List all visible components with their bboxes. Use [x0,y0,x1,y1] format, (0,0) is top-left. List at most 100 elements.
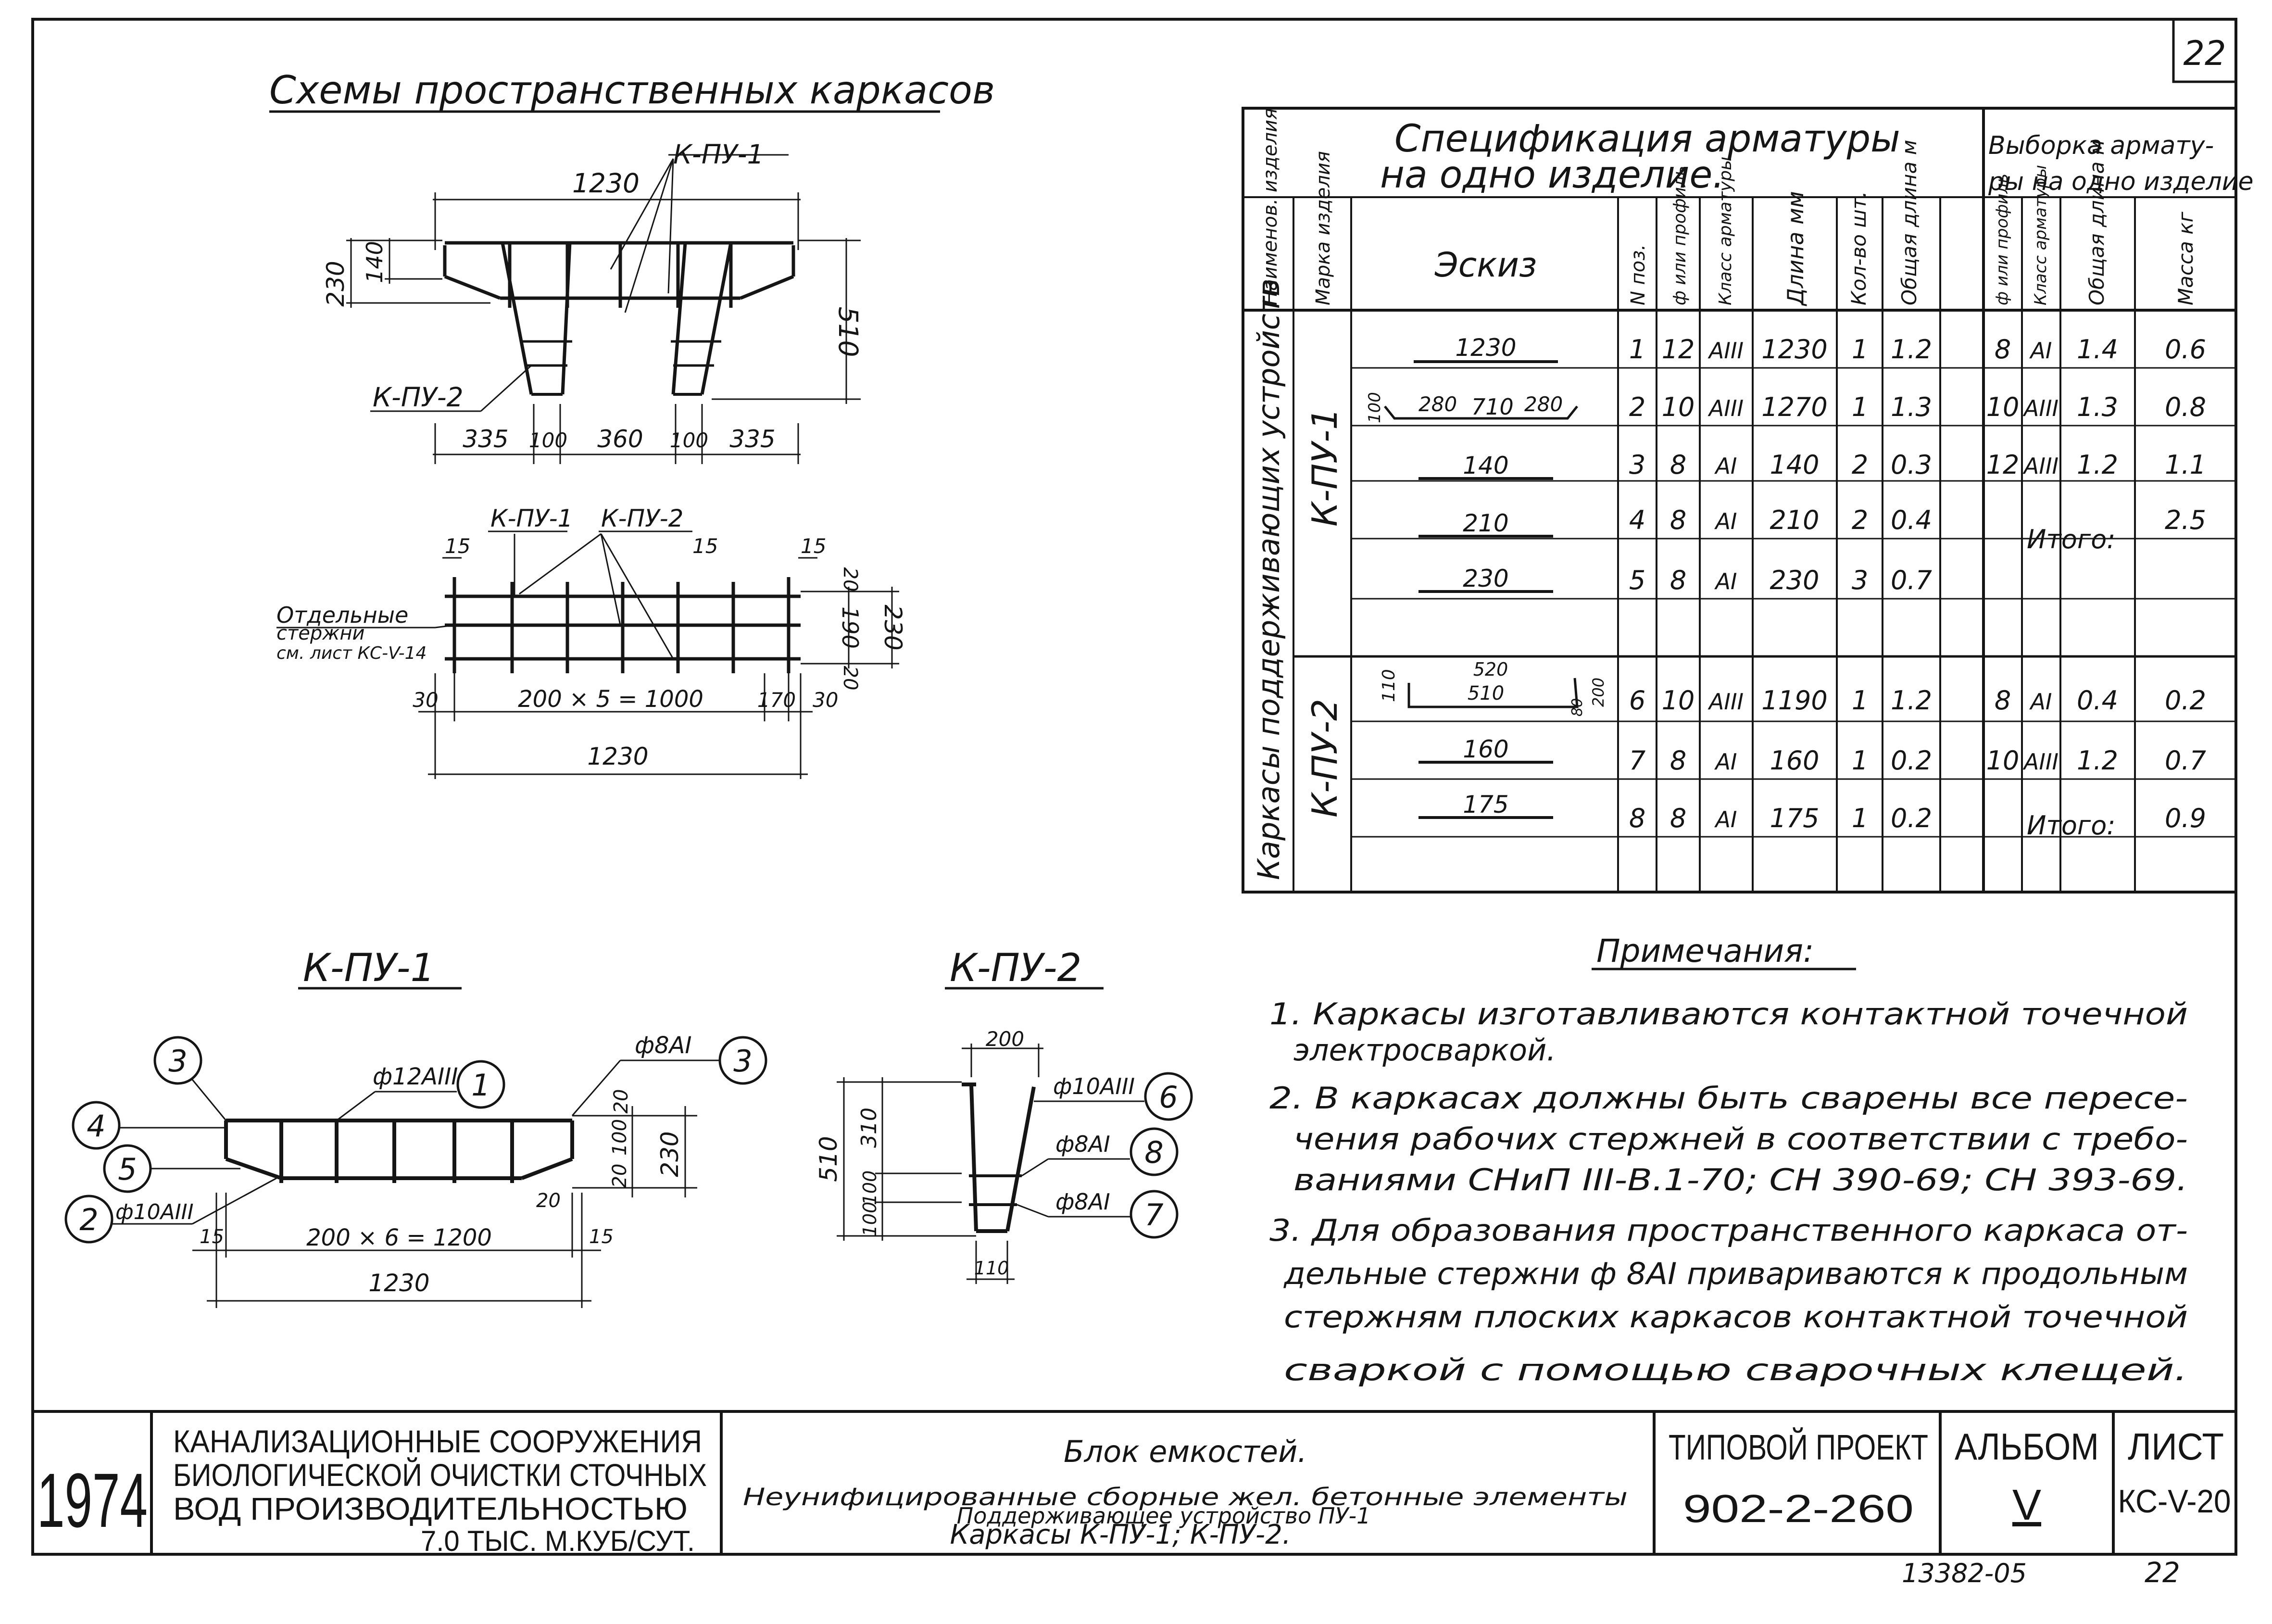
plan-note-line1: Отдельные [276,602,408,628]
elev-dim-100a: 100 [529,428,567,452]
spec-header-mark: Марка изделия [1312,151,1334,305]
plan-scheme: К-ПУ-1 К-ПУ-2 15 15 15 20 190 20 230 [276,504,907,779]
title-project-no: 902-2-260 [1683,1487,1914,1531]
kpu1-dim-20b: 20 [609,1164,631,1188]
sketch-r1: 1230 [1455,334,1516,362]
spec-cell-cls-row7: АI [1714,749,1737,775]
kpu2-balloon-6: 6 [1159,1080,1178,1115]
plan-dim-20b: 20 [839,666,861,691]
spec-cell-s-cls-row2: АIII [2022,395,2059,421]
plan-dim-spacing: 200 × 5 = 1000 [518,686,703,713]
spec-cell-s-diam-row3: 12 [1986,450,2020,480]
spec-cell-s-diam-row1: 8 [1995,334,2011,365]
spec-cell-s-cls-row1: АI [2029,338,2052,364]
kpu2-dim-100b: 100 [859,1202,880,1237]
spec-cell-qty-row3: 2 [1852,450,1868,480]
spec-cell-pos-row5: 5 [1629,565,1645,595]
plan-label-kpu1: К-ПУ-1 [490,504,573,532]
spec-cell-total-row4: 0.4 [1891,505,1932,535]
spec-header-pos: N поз. [1627,244,1649,305]
spec-mark-2: К-ПУ-2 [1305,699,1345,818]
top-sheet-number: 22 [2183,34,2226,73]
note-line-5: ваниями СНиП III-В.1-70; СН 390-69; СН 3… [1293,1162,2188,1197]
spec-cell-pos-row6: 6 [1629,685,1645,716]
sketch-r2-d: 280 [1524,392,1563,416]
plan-note-line3: см. лист КС-V-14 [276,643,427,663]
spec-cell-diam-row2: 10 [1662,392,1695,422]
kpu1-balloon-5: 5 [118,1152,137,1187]
footer-archive-no: 13382-05 [1902,1558,2027,1588]
spec-cell-s-total-row6: 0.4 [2077,685,2118,716]
spec-cell-pos-row1: 1 [1629,334,1645,365]
spec-cell-len-row5: 230 [1770,565,1819,595]
note-line-9: сваркой с помощью сварочных клещей. [1284,1352,2188,1387]
spec-cell-len-row7: 160 [1770,745,1819,776]
kpu1-dim-spacing: 200 × 6 = 1200 [306,1224,492,1251]
kpu1-dim-20c: 20 [536,1190,561,1212]
spec-header-qty: Кол-во шт. [1847,191,1870,305]
spec-sample-line2: ры на одно изделие [1988,167,2254,196]
note-line-3: 2. В каркасах должны быть сварены все пе… [1269,1081,2188,1116]
spec-sample-line1: Выборка армату- [1988,131,2214,160]
note-line-4: чения рабочих стержней в соответствии с … [1293,1121,2188,1157]
spec-cell-len-row8: 175 [1770,803,1819,833]
spec-cell-s-mass-row7: 0.7 [2165,745,2206,776]
elev-dim-100b: 100 [670,428,708,452]
spec-header-class: Класс арматуры [1716,157,1735,305]
sketch-r2-b: 280 [1418,392,1457,416]
note-line-7: дельные стержни ф 8АI привариваются к пр… [1283,1256,2188,1291]
title-block: 1974 КАНАЛИЗАЦИОННЫЕ СООРУЖЕНИЯ БИОЛОГИЧ… [33,1410,2236,1557]
spec-header-diam: ф или профиль [1670,166,1690,305]
sketch-r2-c: 710 [1471,394,1514,420]
title-org-line2: БИОЛОГИЧЕСКОЙ ОЧИСТКИ СТОЧНЫХ [173,1457,707,1493]
spec-header-name: Наименов. изделия [1259,108,1281,305]
spec-cell-s-diam-row2: 10 [1986,392,2020,422]
schemes-title: Схемы пространственных каркасов [269,68,995,113]
note-line-1: 1. Каркасы изготавливаются контактной то… [1269,996,2188,1032]
spec-cell-diam-row6: 10 [1662,685,1695,716]
spec-cell-s-mass-row3: 1.1 [2165,450,2206,480]
spec-header-total-len: Общая длина м [1897,140,1921,305]
spec-header-s-diam: ф или профиль [1993,174,2012,305]
spec-cell-qty-row8: 1 [1852,803,1868,833]
title-project-label: ТИПОВОЙ ПРОЕКТ [1669,1427,1928,1467]
kpu2-detail: К-ПУ-2 200 510 310 100 100 110 ф10АIII 6 [815,945,1193,1284]
sketch-r6-b: 510 [1468,682,1504,705]
sketch-r7: 160 [1463,735,1508,763]
plan-dim-230: 230 [879,604,907,650]
plan-dim-30a: 30 [413,688,438,712]
spec-cell-diam-row5: 8 [1670,565,1686,595]
kpu2-dim-510: 510 [815,1136,842,1182]
title-sheet-no: КС-V-20 [2118,1483,2231,1520]
kpu2-balloon-7: 7 [1144,1197,1163,1233]
spec-cell-s-mass-row4: 2.5 [2165,505,2206,535]
spec-title-line2: на одно изделие. [1380,153,1724,197]
footer-page: 22 [2145,1556,2180,1589]
spec-cell-cls-row1: АIII [1707,338,1744,364]
title-year: 1974 [37,1457,148,1543]
spec-cell-diam-row7: 8 [1670,745,1686,776]
plan-dim-170: 170 [757,688,796,712]
plan-dim-15c: 15 [801,534,826,558]
elev-dim-335a: 335 [463,425,508,453]
spec-cell-pos-row2: 2 [1629,392,1645,422]
kpu1-dim-230: 230 [656,1131,684,1177]
spec-cell-diam-row4: 8 [1670,505,1686,535]
spec-table: Спецификация арматуры на одно изделие. В… [1242,107,2254,894]
title-desc-line1: Блок емкостей. [1064,1434,1307,1469]
spec-header-sketch: Эскиз [1434,245,1537,285]
elevation-scheme: 1230 К-ПУ-1 230 14 [322,139,864,464]
spec-cell-pos-row4: 4 [1629,505,1645,535]
spec-cell-s-cls-row3: АIII [2022,453,2059,479]
title-sheet-label: ЛИСТ [2128,1425,2224,1468]
kpu1-balloon-3a: 3 [168,1044,187,1079]
title-album-no: V [2012,1481,2041,1529]
spec-total-label-1: Итого: [2027,524,2116,554]
kpu2-balloon-8: 8 [1144,1135,1163,1170]
spec-cell-cls-row8: АI [1714,806,1737,832]
notes: Примечания: 1. Каркасы изготавливаются к… [1269,932,2188,1387]
spec-cell-s-mass-row6: 0.2 [2165,685,2206,716]
plan-dim-15b: 15 [692,534,718,558]
spec-cell-qty-row5: 3 [1852,565,1868,595]
elev-dim-230: 230 [322,261,350,306]
